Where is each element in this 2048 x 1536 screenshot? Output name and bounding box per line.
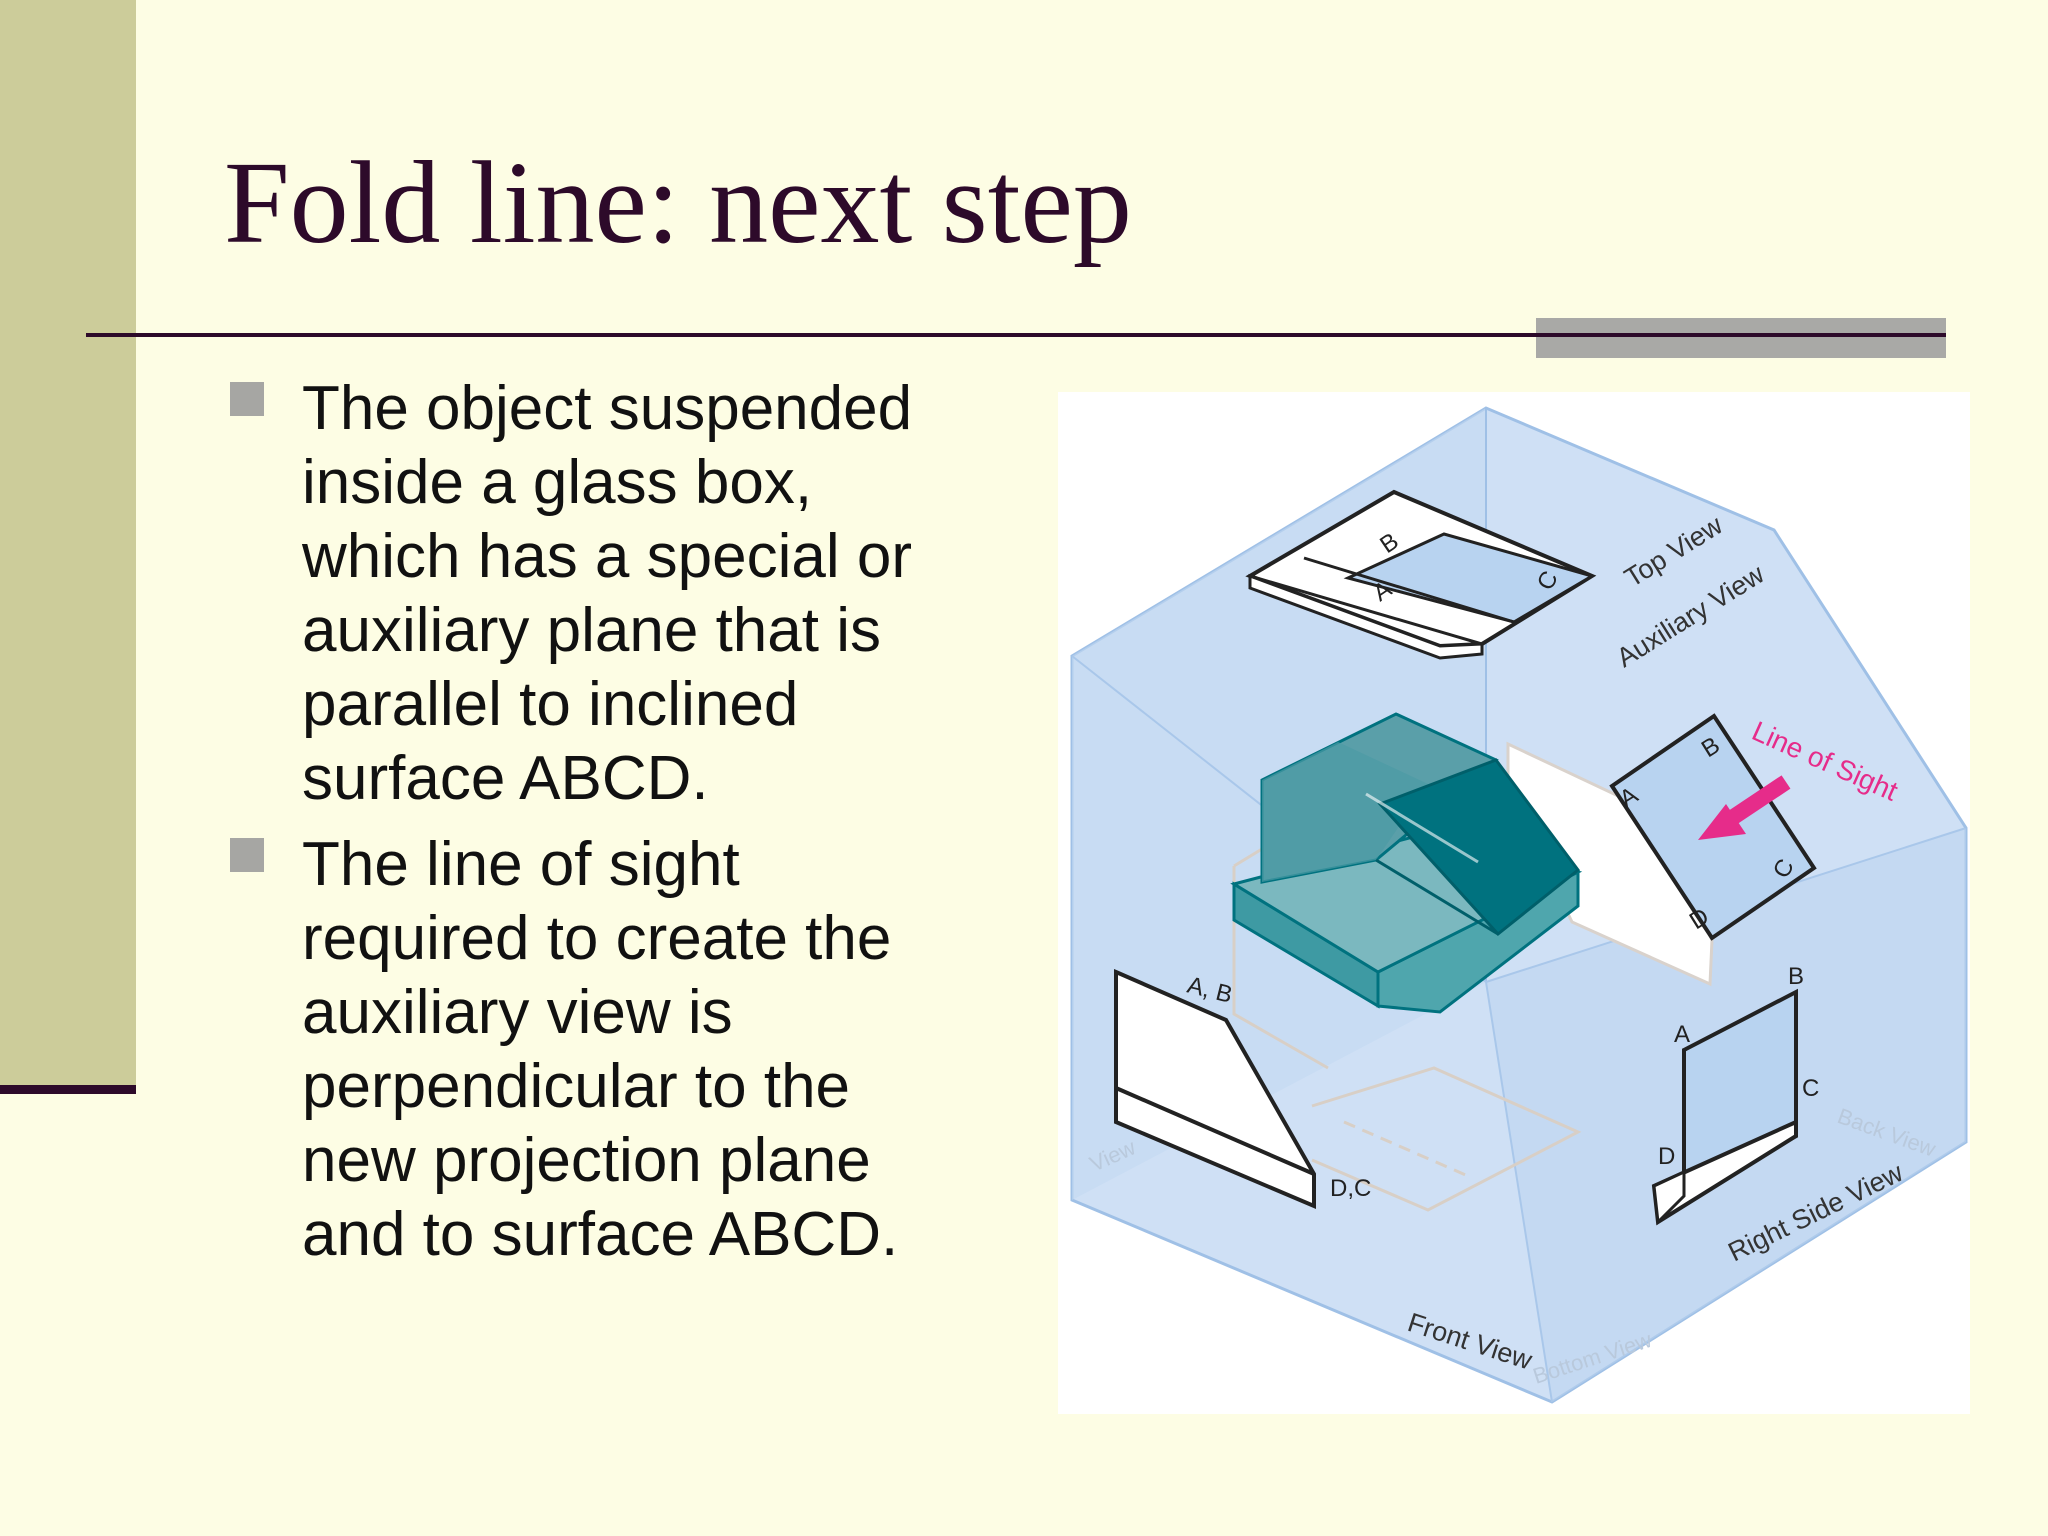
glass-box-diagram: B A C A B C D B A C D A, B D,C Top View …: [1058, 392, 1970, 1414]
slide-title: Fold line: next step: [224, 137, 1132, 268]
right-label-a: A: [1674, 1021, 1690, 1048]
square-bullet-icon: [230, 838, 264, 872]
square-bullet-icon: [230, 382, 264, 416]
bullet-text: The object suspended inside a glass box,…: [302, 374, 913, 813]
right-label-c: C: [1802, 1075, 1819, 1102]
bullet-item: The object suspended inside a glass box,…: [228, 372, 1008, 816]
right-side-view-panel: [1651, 988, 1798, 1226]
left-accent-rule: [0, 1085, 136, 1094]
bullet-text: The line of sight required to create the…: [302, 830, 899, 1269]
front-label-dc: D,C: [1330, 1175, 1371, 1202]
suspended-object: [1230, 712, 1583, 1014]
divider-accent-line: [1536, 333, 1946, 337]
bullet-item: The line of sight required to create the…: [228, 828, 1008, 1272]
right-label-b: B: [1788, 963, 1804, 990]
divider-accent-block: [1536, 318, 1946, 358]
left-accent-bar: [0, 0, 136, 1085]
right-label-d: D: [1658, 1143, 1675, 1170]
top-view-panel: [1245, 489, 1597, 660]
line-of-sight-arrow: [1698, 775, 1791, 840]
front-view-panel: [1114, 968, 1316, 1210]
title-divider: [86, 333, 1946, 337]
bullet-list: The object suspended inside a glass box,…: [228, 372, 1008, 1284]
